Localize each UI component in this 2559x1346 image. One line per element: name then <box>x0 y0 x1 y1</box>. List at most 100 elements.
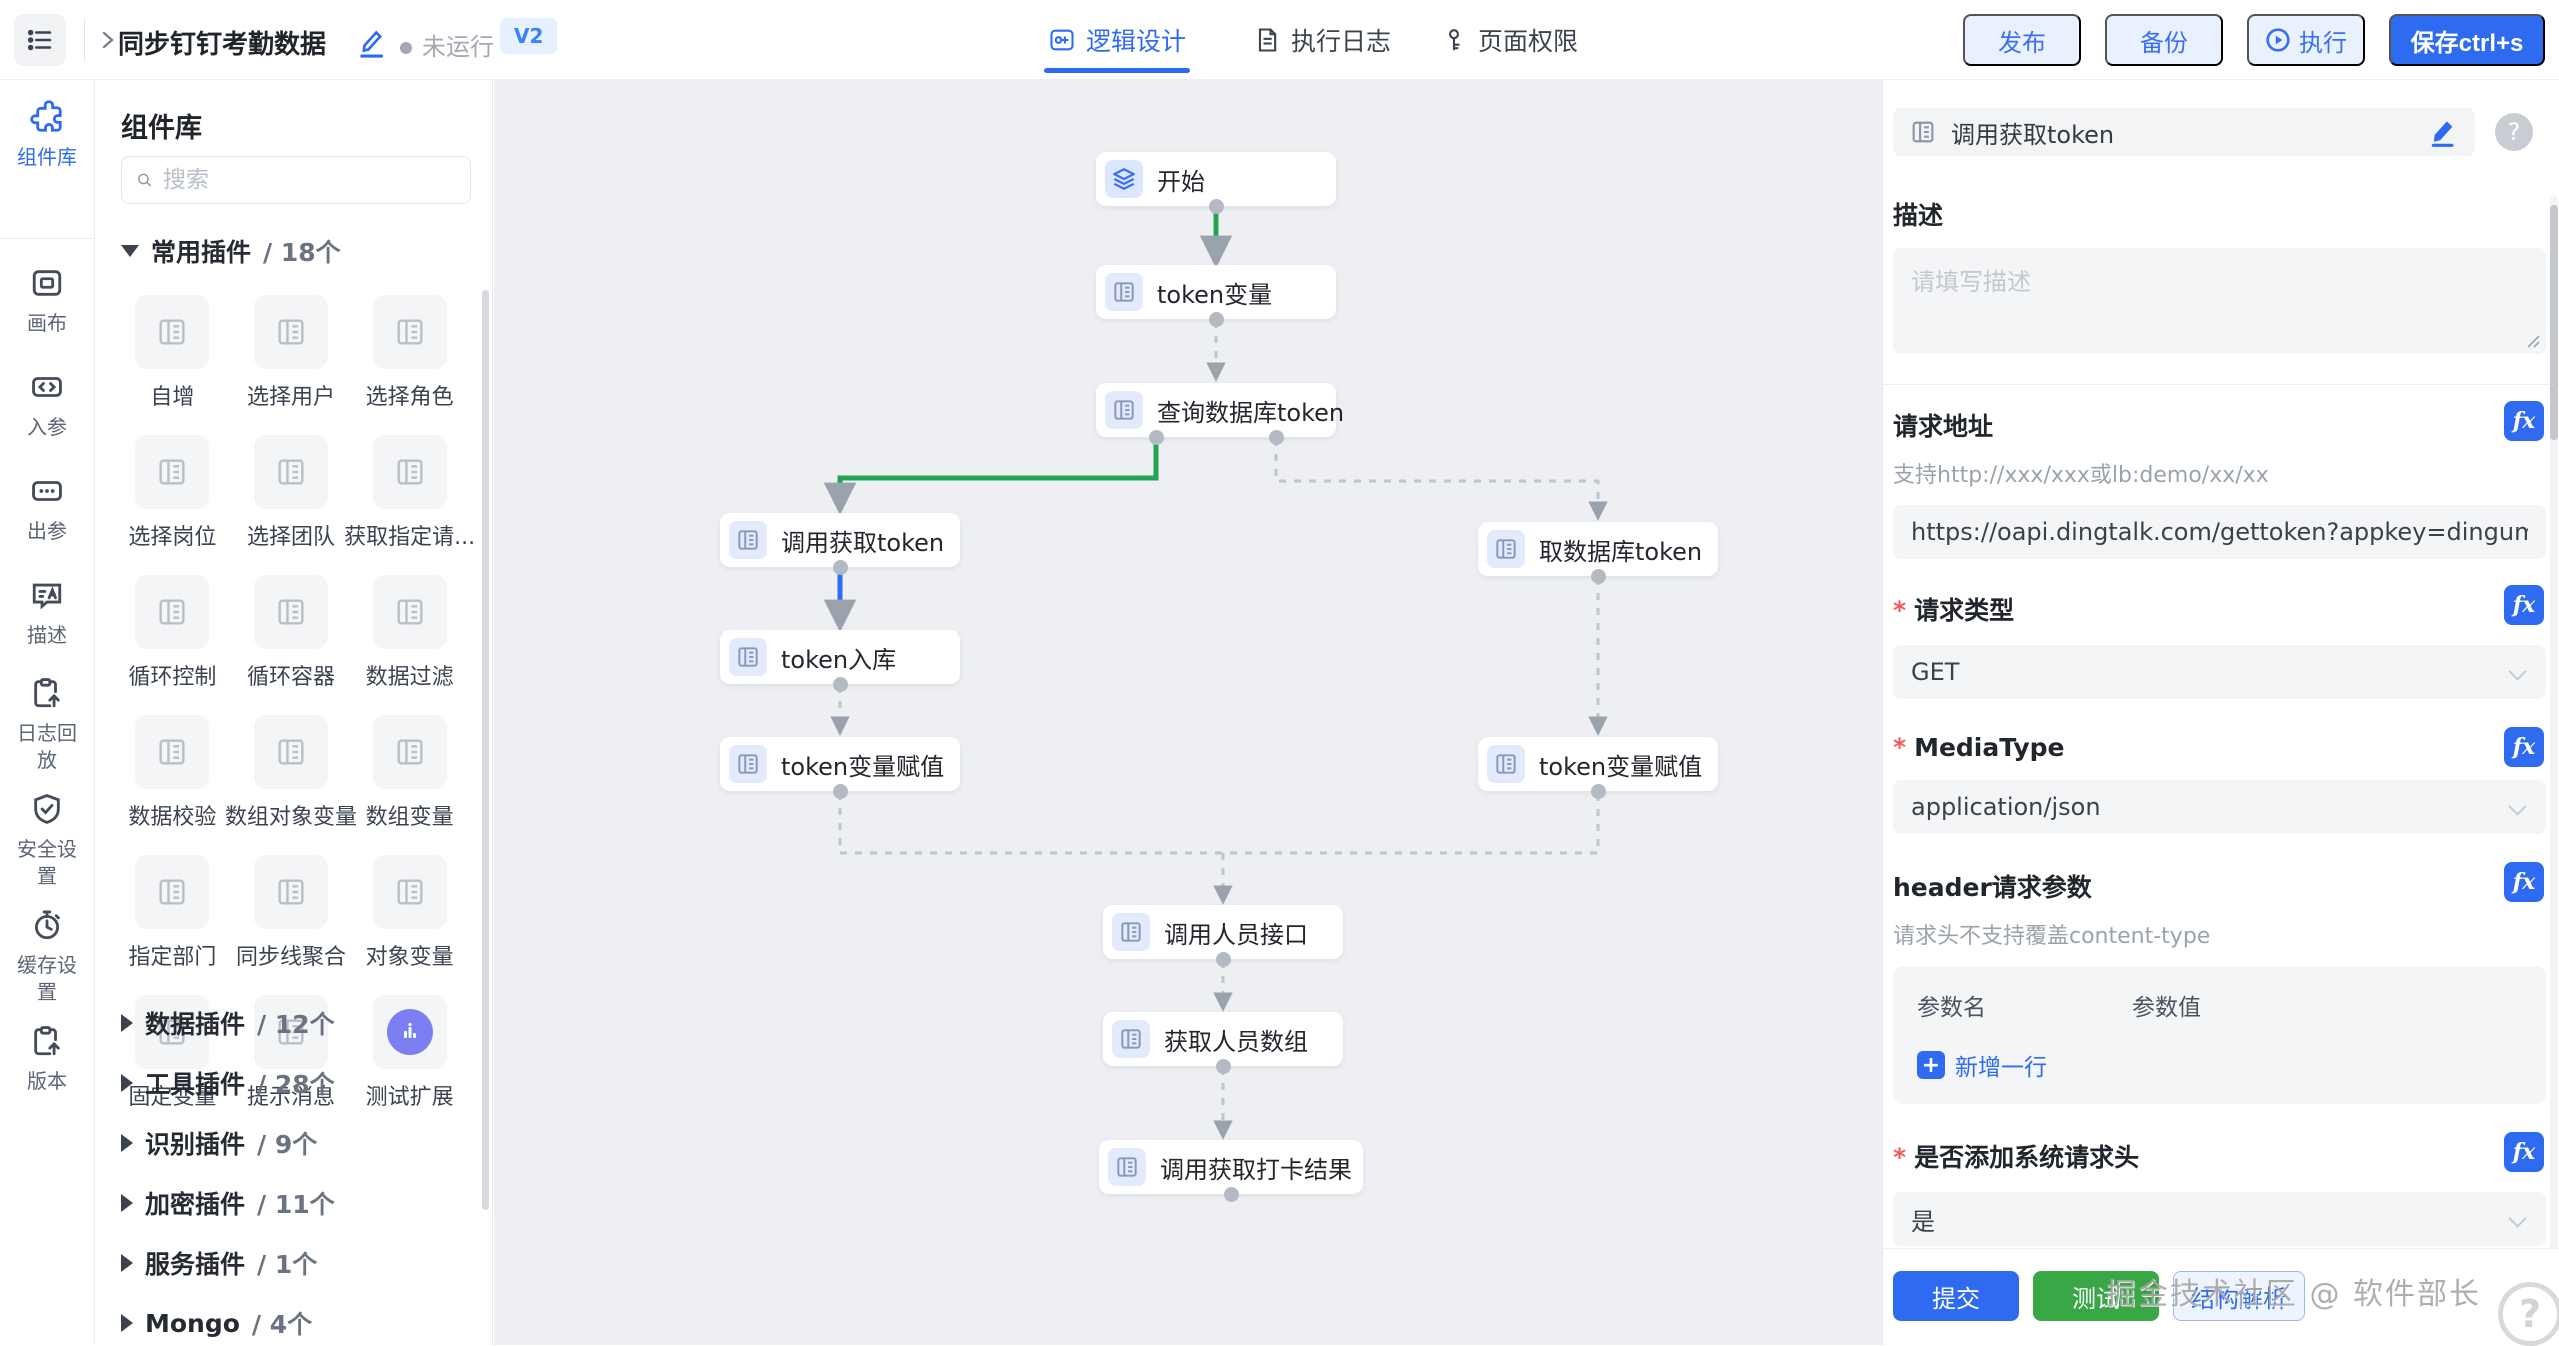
rail-item-cache-settings[interactable]: 缓存设置 <box>0 908 94 1006</box>
plugin-item[interactable]: 循环控制 <box>116 575 228 691</box>
run-button[interactable]: 执行 <box>2247 14 2365 66</box>
list-menu-icon <box>25 25 55 55</box>
plugin-item[interactable]: 数组对象变量 <box>235 715 347 831</box>
group-data-plugins[interactable]: 数据插件 / 12个 <box>121 1005 471 1041</box>
save-button[interactable]: 保存ctrl+s <box>2389 14 2545 66</box>
port[interactable] <box>833 784 848 799</box>
library-scrollbar[interactable] <box>482 290 489 1210</box>
fx-badge[interactable]: fx <box>2504 401 2544 441</box>
port[interactable] <box>1209 312 1224 327</box>
plugin-item[interactable]: 选择角色 <box>354 295 466 411</box>
node-token-store[interactable]: token入库 <box>720 630 960 684</box>
param-name-header: 参数名 <box>1917 988 2132 1022</box>
plugin-item[interactable]: 循环容器 <box>235 575 347 691</box>
port[interactable] <box>1216 952 1231 967</box>
node-start[interactable]: 开始 <box>1096 152 1336 206</box>
port[interactable] <box>1224 1187 1239 1202</box>
node-call-punch-result[interactable]: 调用获取打卡结果 <box>1099 1140 1363 1194</box>
submit-button[interactable]: 提交 <box>1893 1271 2019 1321</box>
port[interactable] <box>1591 784 1606 799</box>
rail-item-description[interactable]: 描述 <box>0 578 94 649</box>
node-title-box[interactable]: 调用获取token <box>1893 108 2475 156</box>
plugin-item[interactable]: 获取指定请... <box>354 435 466 551</box>
fx-badge[interactable]: fx <box>2504 585 2544 625</box>
log-replay-icon <box>30 676 64 710</box>
rail-item-security-settings[interactable]: 安全设置 <box>0 792 94 890</box>
group-encryption-plugins[interactable]: 加密插件 / 11个 <box>121 1185 471 1221</box>
output-params-icon <box>30 474 64 508</box>
plugin-item[interactable]: 数据过滤 <box>354 575 466 691</box>
port[interactable] <box>1269 430 1284 445</box>
rail-item-component-library[interactable]: 组件库 <box>0 98 94 171</box>
request-method-select[interactable]: GET <box>1893 645 2546 699</box>
canvas-icon <box>30 266 64 300</box>
tab-logic-design[interactable]: 逻辑设计 <box>1048 0 1186 79</box>
edit-title-pencil-icon[interactable] <box>355 26 387 60</box>
node-doc-icon <box>729 638 767 676</box>
port[interactable] <box>1216 1059 1231 1074</box>
node-token-assign-right[interactable]: token变量赋值 <box>1478 737 1718 791</box>
publish-button[interactable]: 发布 <box>1963 14 2081 66</box>
rail-divider <box>0 238 94 239</box>
port[interactable] <box>833 560 848 575</box>
menu-button[interactable] <box>14 14 66 66</box>
plugin-item[interactable]: 数组变量 <box>354 715 466 831</box>
edit-node-title-pencil-icon[interactable] <box>2427 117 2457 149</box>
backup-button[interactable]: 备份 <box>2105 14 2223 66</box>
request-url-input[interactable] <box>1893 505 2546 559</box>
plugin-item[interactable]: 选择岗位 <box>116 435 228 551</box>
inspector-scrollbar-thumb[interactable] <box>2550 205 2558 440</box>
port[interactable] <box>1209 199 1224 214</box>
version-badge[interactable]: V2 <box>500 18 557 54</box>
node-get-person-array[interactable]: 获取人员数组 <box>1103 1012 1343 1066</box>
plugin-item[interactable]: 同步线聚合 <box>235 855 347 971</box>
search-box[interactable] <box>121 156 471 204</box>
node-query-db-token[interactable]: 查询数据库token <box>1096 383 1336 437</box>
rail-item-output-params[interactable]: 出参 <box>0 474 94 545</box>
search-input[interactable] <box>163 167 456 193</box>
chevron-down-icon <box>2508 1209 2526 1227</box>
tab-page-permission[interactable]: 页面权限 <box>1440 0 1578 79</box>
watermark-text: 掘金技术社区 @ 软件部长 <box>2106 1269 2481 1313</box>
group-recognition-plugins[interactable]: 识别插件 / 9个 <box>121 1125 471 1161</box>
plugin-item[interactable]: 指定部门 <box>116 855 228 971</box>
plugin-grid: 自增 选择用户 选择角色 选择岗位 选择团队 获取指定请... 循环控制 循环容… <box>113 295 469 1111</box>
port[interactable] <box>1149 430 1164 445</box>
port[interactable] <box>1591 569 1606 584</box>
workflow-canvas[interactable]: 开始 token变量 查询数据库token 调用获取token 取数据库toke… <box>494 80 1882 1345</box>
rail-item-version[interactable]: 版本 <box>0 1024 94 1095</box>
fx-badge[interactable]: fx <box>2504 1132 2544 1172</box>
plugin-item[interactable]: 对象变量 <box>354 855 466 971</box>
media-type-select[interactable]: application/json <box>1893 780 2546 834</box>
group-tool-plugins[interactable]: 工具插件 / 28个 <box>121 1065 471 1101</box>
tab-exec-log[interactable]: 执行日志 <box>1253 0 1391 79</box>
add-header-row-button[interactable]: + 新增一行 <box>1917 1048 2522 1082</box>
plugin-item[interactable]: 自增 <box>116 295 228 411</box>
port[interactable] <box>833 677 848 692</box>
plugin-item[interactable]: 数据校验 <box>116 715 228 831</box>
breadcrumb-chevron-icon[interactable] <box>96 28 120 52</box>
start-layers-icon <box>1105 160 1143 198</box>
group-common-plugins[interactable]: 常用插件 / 18个 <box>121 233 341 269</box>
node-inspector-panel: 调用获取token ? 描述 请求地址 fx 支持http://xxx/xxx或… <box>1882 80 2559 1345</box>
node-call-get-token[interactable]: 调用获取token <box>720 513 960 567</box>
description-textarea[interactable] <box>1893 248 2546 354</box>
group-service-plugins[interactable]: 服务插件 / 1个 <box>121 1245 471 1281</box>
rail-item-log-replay[interactable]: 日志回放 <box>0 676 94 774</box>
rail-item-canvas[interactable]: 画布 <box>0 266 94 337</box>
node-token-assign-left[interactable]: token变量赋值 <box>720 737 960 791</box>
fx-badge[interactable]: fx <box>2504 862 2544 902</box>
plugin-item[interactable]: 选择用户 <box>235 295 347 411</box>
sys-header-select[interactable]: 是 <box>1893 1192 2546 1246</box>
fx-badge[interactable]: fx <box>2504 727 2544 767</box>
help-icon[interactable]: ? <box>2495 113 2533 151</box>
status-dot-icon <box>400 42 412 54</box>
rail-item-input-params[interactable]: 入参 <box>0 370 94 441</box>
resize-grip-icon[interactable] <box>2524 332 2540 348</box>
node-call-person-api[interactable]: 调用人员接口 <box>1103 905 1343 959</box>
group-mongo[interactable]: Mongo / 4个 <box>121 1305 471 1341</box>
plugin-item[interactable]: 选择团队 <box>235 435 347 551</box>
node-token-variable[interactable]: token变量 <box>1096 265 1336 319</box>
collapse-triangle-icon <box>121 245 139 257</box>
node-get-db-token[interactable]: 取数据库token <box>1478 522 1718 576</box>
